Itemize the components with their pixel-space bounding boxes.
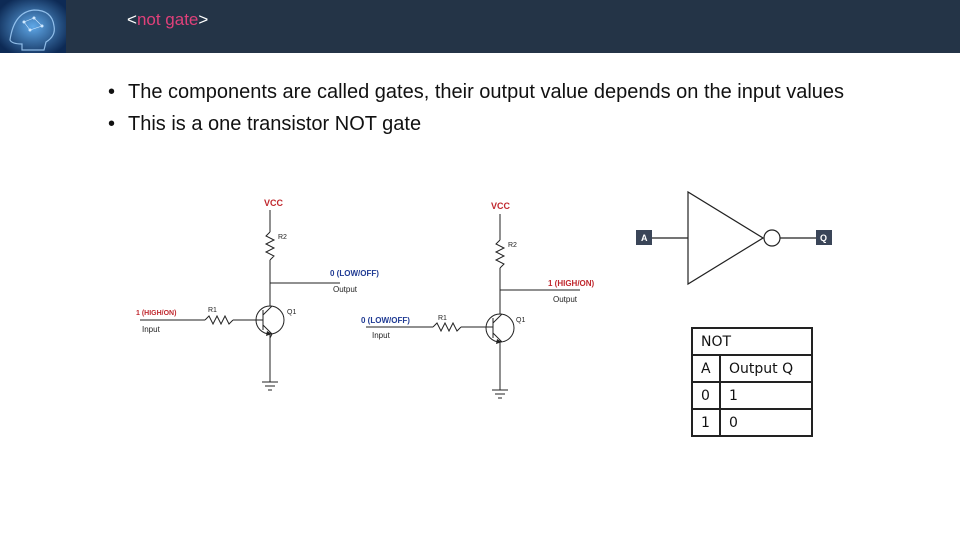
vcc-label: VCC xyxy=(491,201,511,211)
input-label: Input xyxy=(142,325,161,334)
q1-label: Q1 xyxy=(516,317,525,324)
output-state-label: 1 (HIGH/ON) xyxy=(548,279,595,288)
input-pin-label: A xyxy=(641,233,648,243)
r1-label: R1 xyxy=(438,315,447,322)
input-state-label: 0 (LOW/OFF) xyxy=(361,316,410,325)
cell-output: 1 xyxy=(719,381,813,410)
bullet-item: •This is a one transistor NOT gate xyxy=(108,113,422,135)
r2-label: R2 xyxy=(508,242,517,249)
input-pin-box xyxy=(636,230,652,245)
header-cell-output: Output Q xyxy=(719,354,813,383)
bullet-text: The components are called gates, their o… xyxy=(128,81,845,103)
input-label: Input xyxy=(372,331,391,340)
bullet-item: •The components are called gates, their … xyxy=(108,81,845,103)
r1-label: R1 xyxy=(208,307,217,314)
vcc-label: VCC xyxy=(264,198,284,208)
q1-label: Q1 xyxy=(287,309,296,316)
brain-logo-icon xyxy=(0,0,66,53)
bullet-list: •The components are called gates, their … xyxy=(108,80,888,144)
page-title-keyword: not gate xyxy=(136,10,199,29)
r2-label: R2 xyxy=(278,234,287,241)
table-row: 1 0 xyxy=(691,408,813,437)
header-cell-a: A xyxy=(691,354,721,383)
output-label: Output xyxy=(333,285,358,294)
page-title: <not gate> xyxy=(127,10,209,29)
truth-table-title-row: NOT xyxy=(691,327,813,356)
truth-table: NOT A Output Q 0 1 1 0 xyxy=(691,327,813,437)
input-state-label: 1 (HIGH/ON) xyxy=(136,310,176,317)
cell-output: 0 xyxy=(719,408,813,437)
output-state-label: 0 (LOW/OFF) xyxy=(330,269,379,278)
cell-a: 1 xyxy=(691,408,721,437)
header-bar: <not gate> xyxy=(0,0,960,53)
truth-table-header-row: A Output Q xyxy=(691,354,813,383)
output-pin-label: Q xyxy=(820,233,827,243)
bullet-text: This is a one transistor NOT gate xyxy=(128,113,422,135)
output-pin-box xyxy=(816,230,832,245)
table-row: 0 1 xyxy=(691,381,813,410)
cell-a: 0 xyxy=(691,381,721,410)
truth-table-title: NOT xyxy=(691,327,813,356)
output-label: Output xyxy=(553,295,578,304)
